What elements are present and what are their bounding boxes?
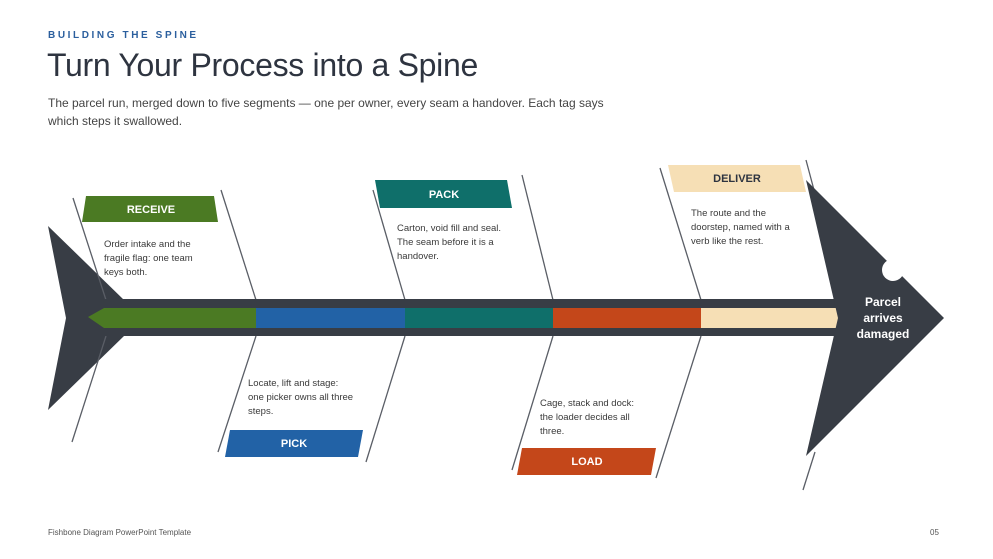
head-notch	[882, 259, 904, 281]
note-line: Locate, lift and stage:	[248, 378, 338, 389]
spine-segment-pack	[405, 308, 553, 328]
note-line: doorstep, named with a	[691, 222, 790, 233]
tag-pick	[225, 430, 363, 457]
tag-receive	[82, 196, 218, 222]
tag-load	[517, 448, 656, 475]
rib-line	[365, 335, 406, 463]
note-line: one picker owns all three	[248, 392, 353, 403]
note-line: handover.	[397, 251, 439, 262]
page-number: 05	[930, 528, 939, 537]
fishbone-tail	[48, 226, 124, 410]
spine-segment-load	[553, 308, 701, 328]
note-line: The seam before it is a	[397, 237, 494, 248]
note-line: three.	[540, 426, 564, 437]
rib-line	[72, 197, 107, 301]
slide-subtitle: The parcel run, merged down to five segm…	[48, 96, 604, 128]
note-line: Carton, void fill and seal.	[397, 223, 501, 234]
rib-line	[220, 189, 257, 301]
note-line: steps.	[248, 406, 273, 417]
tag-pack	[375, 180, 512, 208]
slide-title: Turn Your Process into a Spine	[47, 47, 478, 83]
footer-template-name: Fishbone Diagram PowerPoint Template	[48, 528, 192, 537]
rib-line	[655, 335, 702, 479]
head-label-line: arrives	[863, 311, 903, 325]
spine-segment-deliver	[701, 308, 850, 328]
note-line: the loader decides all	[540, 412, 630, 423]
eyebrow: BUILDING THE SPINE	[48, 30, 199, 41]
note-line: verb like the rest.	[691, 236, 763, 247]
note-line: The route and the	[691, 208, 766, 219]
rib-line	[217, 335, 257, 453]
tag-label: PACK	[429, 189, 459, 201]
head-label-line: Parcel	[865, 295, 901, 309]
rib-line	[71, 335, 107, 443]
note-line: keys both.	[104, 267, 147, 278]
spine-segment-pick	[256, 308, 405, 328]
rib-line	[805, 159, 815, 191]
rib-line	[521, 174, 554, 301]
tag-label: PICK	[281, 438, 307, 450]
tag-label: DELIVER	[713, 173, 761, 185]
rib-line	[372, 189, 406, 301]
note-line: Cage, stack and dock:	[540, 398, 634, 409]
rib-line	[659, 167, 702, 301]
tag-deliver	[668, 165, 806, 192]
rib-line	[802, 451, 816, 491]
tag-label: LOAD	[571, 456, 602, 468]
tag-label: RECEIVE	[127, 204, 175, 216]
fishbone-head	[806, 180, 944, 456]
note-line: Order intake and the	[104, 239, 191, 250]
note-line: fragile flag: one team	[104, 253, 193, 264]
rib-lines	[71, 159, 816, 491]
spine-segment-receive	[88, 308, 256, 328]
rib-line	[511, 335, 554, 471]
head-label-line: damaged	[857, 327, 910, 341]
